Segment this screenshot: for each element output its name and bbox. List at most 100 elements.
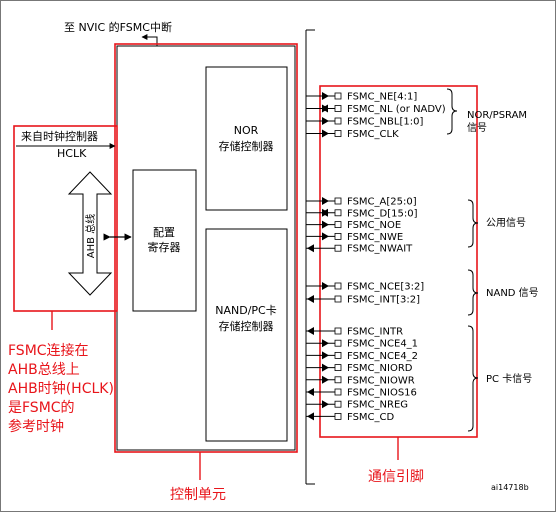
- signal-in-arrow: [307, 244, 314, 253]
- pin-square: [334, 376, 342, 384]
- signal-row-pc: FSMC_NREG: [306, 400, 408, 411]
- group-label-common: 公用信号: [486, 217, 526, 229]
- signal-in-arrow: [307, 388, 314, 396]
- signal-out-arrow: [322, 339, 329, 348]
- signal-in-arrow: [307, 295, 314, 303]
- signal-in-arrow: [307, 327, 314, 335]
- pin-square: [334, 351, 342, 359]
- signal-in-arrow: [321, 208, 328, 217]
- clock-note-line5: 参考时钟: [8, 418, 64, 435]
- signal-out-arrow: [322, 220, 329, 229]
- signal-out-arrow: [322, 117, 329, 125]
- signal-label: FSMC_NE[4:1]: [347, 92, 417, 103]
- signal-row-nor: FSMC_CLK: [306, 129, 399, 140]
- clock-note-line2: AHB总线上: [8, 362, 80, 378]
- pin-square: [334, 388, 342, 396]
- signal-label: FSMC_NBL[1:0]: [347, 117, 423, 128]
- signal-row-nand: FSMC_NCE[3:2]: [306, 282, 424, 293]
- clock-source-line1: 来自时钟控制器: [21, 129, 98, 143]
- signal-label: FSMC_NOE: [347, 220, 401, 231]
- signal-label: FSMC_NIOS16: [347, 388, 417, 399]
- clock-note-line3: AHB时钟(HCLK): [8, 380, 114, 397]
- signal-row-pc: FSMC_NCE4_1: [306, 339, 418, 350]
- pin-square: [334, 339, 342, 347]
- clock-annotation-highlight: [13, 125, 118, 312]
- signal-out-arrow: [322, 232, 329, 241]
- nand-pc-controller-box: [205, 228, 288, 442]
- signal-out-arrow: [322, 282, 329, 290]
- config-register-box: [132, 169, 197, 312]
- signal-label: FSMC_NWE: [347, 232, 403, 243]
- signal-row-pc: FSMC_NIOWR: [306, 375, 415, 386]
- pin-square: [334, 364, 342, 372]
- signal-row-pc: FSMC_CD: [306, 412, 395, 423]
- signal-label: FSMC_CLK: [347, 129, 399, 140]
- signal-row-pc: FSMC_NCE4_2: [306, 351, 418, 362]
- signal-out-arrow: [322, 363, 329, 372]
- signal-label: FSMC_NWAIT: [347, 244, 413, 255]
- group-label-nor-line1: NOR/PSRAM: [467, 110, 527, 121]
- signal-row-nor: FSMC_NE[4:1]: [306, 92, 417, 103]
- clock-note-line1: FSMC连接在: [8, 342, 89, 359]
- signal-label: FSMC_INT[3:2]: [347, 295, 420, 306]
- pin-square: [334, 117, 342, 125]
- signal-in-arrow: [321, 104, 328, 113]
- group-label-nand: NAND 信号: [486, 287, 539, 299]
- signal-label: FSMC_NCE4_1: [347, 339, 418, 350]
- nvic-interrupt-label: 至 NVIC 的FSMC中断: [64, 20, 172, 34]
- signal-row-nand: FSMC_INT[3:2]: [306, 295, 420, 306]
- group-label-pc: PC 卡信号: [486, 372, 532, 385]
- signal-out-arrow: [322, 400, 329, 409]
- signal-out-arrow: [322, 351, 329, 360]
- signal-row-common: FSMC_NWAIT: [306, 244, 413, 255]
- signal-label: FSMC_NIOWR: [347, 375, 415, 386]
- pin-square: [334, 282, 342, 290]
- signal-label: FSMC_NCE4_2: [347, 351, 418, 362]
- clock-source-line2: HCLK: [57, 147, 87, 160]
- signal-label: FSMC_NL (or NADV): [347, 104, 446, 115]
- signal-label: FSMC_NIORD: [347, 363, 413, 374]
- pin-square: [334, 130, 342, 137]
- config-register-line1: 配置: [153, 226, 175, 239]
- signal-label: FSMC_NREG: [347, 400, 408, 411]
- signal-row-pc: FSMC_NIOS16: [306, 388, 417, 399]
- pin-square: [334, 327, 342, 335]
- signal-row-common: FSMC_D[15:0]: [306, 208, 418, 219]
- signal-label: FSMC_D[15:0]: [347, 208, 418, 219]
- signal-out-arrow: [322, 92, 329, 100]
- signal-label: FSMC_NCE[3:2]: [347, 282, 424, 293]
- config-register-line2: 寄存器: [148, 240, 181, 254]
- signal-row-nor: FSMC_NL (or NADV): [306, 104, 446, 115]
- pin-square: [334, 92, 342, 100]
- figure-id: ai14718b: [491, 483, 529, 492]
- ahb-bus-label: AHB 总线: [84, 214, 97, 258]
- signal-row-nor: FSMC_NBL[1:0]: [306, 117, 423, 128]
- nvic-interrupt-arrow: [141, 34, 158, 46]
- signal-row-pc: FSMC_INTR: [306, 327, 403, 338]
- signal-out-arrow: [322, 197, 329, 205]
- pin-square: [334, 197, 342, 205]
- nor-controller-line2: 存储控制器: [219, 139, 274, 153]
- pin-square: [334, 221, 342, 229]
- pin-square: [334, 400, 342, 408]
- pin-square: [334, 232, 342, 240]
- signal-in-arrow: [307, 412, 314, 421]
- signal-label: FSMC_A[25:0]: [347, 197, 417, 208]
- pin-square: [334, 244, 342, 252]
- control-unit-label: 控制单元: [170, 487, 226, 503]
- signal-label: FSMC_INTR: [347, 327, 403, 338]
- ahb-bus-arrow: [67, 171, 113, 296]
- pin-square: [334, 209, 342, 217]
- group-label-nor-line2: 信号: [467, 122, 487, 134]
- signal-row-common: FSMC_A[25:0]: [306, 197, 417, 208]
- nor-controller-line1: NOR: [234, 124, 259, 137]
- signal-row-pc: FSMC_NIORD: [306, 363, 413, 374]
- io-pins-label: 通信引脚: [368, 469, 424, 485]
- signal-out-arrow: [322, 129, 329, 138]
- signal-row-common: FSMC_NWE: [306, 232, 403, 243]
- nand-pc-controller-line2: 存储控制器: [219, 319, 274, 333]
- pin-square: [334, 295, 342, 303]
- control-unit-highlight: [114, 43, 298, 453]
- nand-pc-controller-line1: NAND/PC卡: [215, 304, 276, 317]
